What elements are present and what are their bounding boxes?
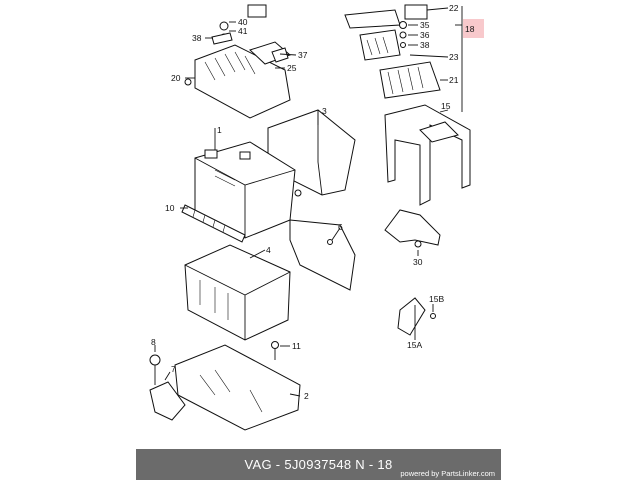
callout-37: 37 (298, 50, 308, 60)
fuse-holder-assembly (184, 4, 291, 119)
part-number-label: VAG - 5J0937548 N - 18 (244, 457, 393, 472)
leader-lines (154, 7, 462, 397)
battery-bracket-15 (384, 104, 471, 206)
part-15a (397, 297, 436, 336)
callout-25: 25 (287, 63, 297, 73)
callout-18: 18 (465, 24, 475, 34)
bolt-8 (149, 354, 161, 385)
callout-2: 2 (304, 391, 309, 401)
powered-by-label: powered by PartsLinker.com (400, 469, 495, 478)
bracket-30 (384, 209, 441, 248)
battery-carrier-2 (174, 344, 301, 431)
bolt-11 (271, 341, 279, 360)
callout-23: 23 (449, 52, 459, 62)
callout-40: 40 (238, 17, 248, 27)
callout-4: 4 (266, 245, 271, 255)
callout-6: 6 (338, 222, 343, 232)
callout-30: 30 (413, 257, 423, 267)
callout-15b: 15B (429, 294, 444, 304)
clamp-strip-10 (181, 204, 246, 243)
callout-11: 11 (292, 341, 301, 351)
callout-15a: 15A (407, 340, 422, 350)
callout-labels: 1 2 3 4 6 7 8 10 11 15 15A 15B 18 20 21 … (151, 3, 475, 401)
callout-1: 1 (217, 125, 222, 135)
callout-20: 20 (171, 73, 181, 83)
heat-shield-6 (289, 219, 356, 291)
callout-10: 10 (165, 203, 175, 213)
callout-3: 3 (322, 106, 327, 116)
callout-38-right: 38 (420, 40, 430, 50)
callout-35: 35 (420, 20, 430, 30)
part-7 (149, 381, 186, 421)
relay-carrier-assembly (344, 4, 441, 99)
callout-22: 22 (449, 3, 459, 13)
parts-diagram: 1 2 3 4 6 7 8 10 11 15 15A 15B 18 20 21 … (149, 3, 484, 431)
highlight-18 (463, 19, 484, 38)
callout-8: 8 (151, 337, 156, 347)
callout-15: 15 (441, 101, 451, 111)
battery-1 (194, 141, 302, 239)
callout-41: 41 (238, 26, 248, 36)
callout-21: 21 (449, 75, 459, 85)
callout-38-left: 38 (192, 33, 202, 43)
part-number-footer: VAG - 5J0937548 N - 18 powered by PartsL… (136, 449, 501, 480)
callout-36: 36 (420, 30, 430, 40)
callout-7: 7 (171, 364, 176, 374)
battery-tray-4 (184, 244, 291, 341)
